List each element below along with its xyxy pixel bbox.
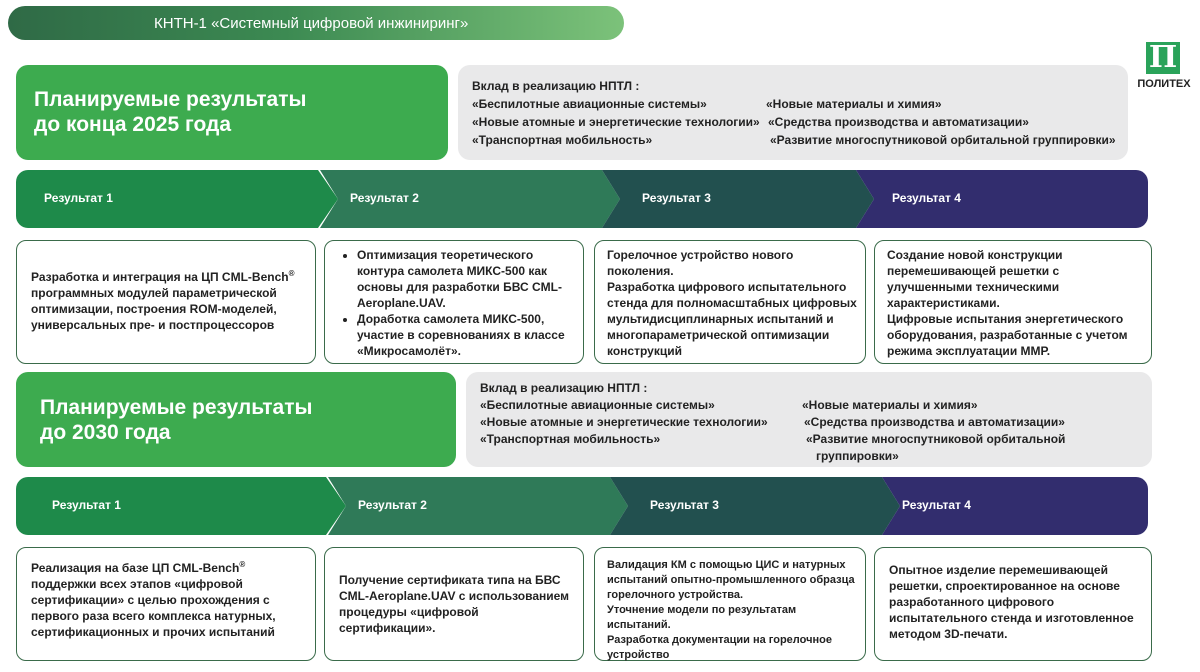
contribution-item: «Новые материалы и химия» bbox=[766, 97, 942, 111]
list-item: Оптимизация теоретического контура самол… bbox=[357, 247, 575, 311]
result-4-card-2025: Создание новой конструкции перемешивающе… bbox=[874, 240, 1152, 364]
result-3-card-2025: Горелочное устройство нового поколения. … bbox=[594, 240, 866, 364]
section-2030-contribution-box: Вклад в реализацию НПТЛ : «Беспилотные а… bbox=[466, 372, 1152, 467]
result-3-header: Результат 3 bbox=[610, 477, 900, 535]
result-2-header: Результат 2 bbox=[320, 170, 620, 228]
header-bar: КНТН-1 «Системный цифровой инжиниринг» bbox=[8, 6, 624, 40]
section-2025-contribution-box: Вклад в реализацию НПТЛ : «Беспилотные а… bbox=[458, 65, 1128, 160]
result-4-header: Результат 4 bbox=[882, 477, 1148, 535]
section-2025-results-band: Результат 1 Результат 2 Результат 3 Резу… bbox=[16, 170, 1148, 228]
section-2030-title-line2: до 2030 года bbox=[40, 421, 171, 444]
result-2-header: Результат 2 bbox=[328, 477, 628, 535]
contribution-item: «Беспилотные авиационные системы» bbox=[480, 398, 715, 412]
section-2025-title-box: Планируемые результаты до конца 2025 год… bbox=[16, 65, 448, 160]
result-4-header: Результат 4 bbox=[856, 170, 1148, 228]
contribution-item: «Новые атомные и энергетические технолог… bbox=[480, 415, 768, 429]
contribution-item: группировки» bbox=[816, 449, 899, 463]
section-2030-title-line1: Планируемые результаты bbox=[40, 396, 313, 419]
result-2-card-2030: Получение сертификата типа на БВС CML-Ae… bbox=[324, 547, 584, 661]
result-1-header: Результат 1 bbox=[16, 170, 318, 228]
result-1-card-2025: Разработка и интеграция на ЦП CML-Bench®… bbox=[16, 240, 316, 364]
contribution-item: «Транспортная мобильность» bbox=[480, 432, 661, 446]
polytech-logo: П ПОЛИТЕХ bbox=[1132, 40, 1196, 96]
logo-mark: П bbox=[1146, 40, 1180, 75]
contribution-item: «Развитие многоспутниковой орбитальной bbox=[806, 432, 1066, 446]
result-4-card-2030: Опытное изделие перемешивающей решетки, … bbox=[874, 547, 1152, 661]
result-2-card-2025: Оптимизация теоретического контура самол… bbox=[324, 240, 584, 364]
contribution-item: «Средства производства и автоматизации» bbox=[804, 415, 1065, 429]
contribution-heading: Вклад в реализацию НПТЛ : bbox=[472, 79, 640, 93]
contribution-item: «Развитие многоспутниковой орбитальной г… bbox=[770, 133, 1116, 147]
result-1-header: Результат 1 bbox=[16, 477, 326, 535]
contribution-item: «Средства производства и автоматизации» bbox=[768, 115, 1029, 129]
section-2025-title-line2: до конца 2025 года bbox=[34, 113, 231, 136]
result-3-header: Результат 3 bbox=[602, 170, 874, 228]
section-2025-title-line1: Планируемые результаты bbox=[34, 88, 307, 111]
section-2030-title-box: Планируемые результаты до 2030 года bbox=[16, 372, 456, 467]
result-3-card-2030: Валидация КМ с помощью ЦИС и натурных ис… bbox=[594, 547, 866, 661]
contribution-heading: Вклад в реализацию НПТЛ : bbox=[480, 381, 648, 395]
header-title: КНТН-1 «Системный цифровой инжиниринг» bbox=[154, 15, 469, 32]
contribution-item: «Новые материалы и химия» bbox=[802, 398, 978, 412]
contribution-item: «Транспортная мобильность» bbox=[472, 133, 653, 147]
section-2030-results-band: Результат 1 Результат 2 Результат 3 Резу… bbox=[16, 477, 1148, 535]
contribution-item: «Беспилотные авиационные системы» bbox=[472, 97, 707, 111]
contribution-item: «Новые атомные и энергетические технолог… bbox=[472, 115, 760, 129]
logo-text: ПОЛИТЕХ bbox=[1137, 78, 1191, 90]
result-1-card-2030: Реализация на базе ЦП CML-Bench® поддерж… bbox=[16, 547, 316, 661]
list-item: Доработка самолета МИКС-500, участие в с… bbox=[357, 311, 575, 359]
